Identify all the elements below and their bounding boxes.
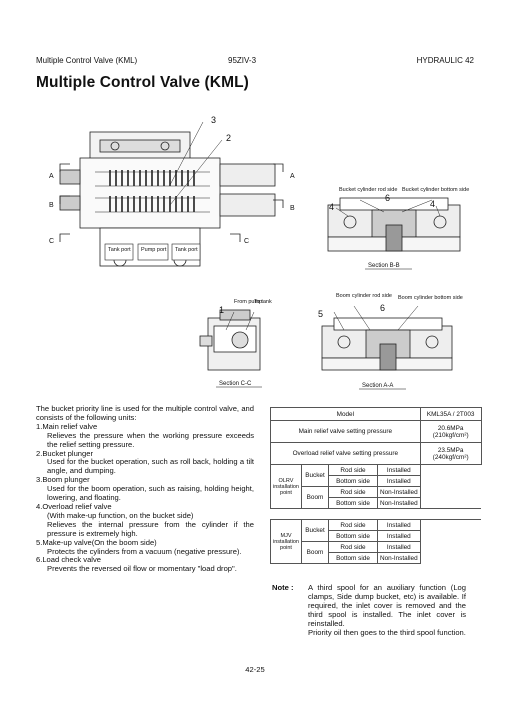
olrv-group-label: OLRV installation point [270, 464, 302, 509]
callout-2: 2 [226, 133, 231, 143]
item-5-desc: Protects the cylinders from a vacuum (ne… [47, 546, 242, 556]
item-6-head: 6.Load check valve [36, 555, 102, 565]
section-bb-drawing [327, 197, 461, 252]
boom-bottom-side-label: Boom cylinder bottom side [398, 295, 463, 301]
section-bb-caption: Section B-B [368, 263, 400, 269]
item-1-head: 1.Main relief valve [36, 421, 98, 431]
section-mark-c1: C [49, 238, 54, 245]
header-right: HYDRAULIC 42 [416, 56, 474, 65]
callout-6-aa: 6 [380, 303, 385, 313]
olrv-boom-bottom-value: Non-Installed [377, 497, 421, 509]
section-mark-c2: C [244, 238, 249, 245]
section-mark-a1: A [49, 173, 54, 180]
mjv-boom-bottom-value: Non-Installed [377, 552, 421, 564]
note-block: Note : A third spool for an auxiliary fu… [272, 583, 466, 637]
note-text-2: Priority oil then goes to the third spoo… [308, 627, 466, 637]
callout-5: 5 [318, 309, 323, 319]
olrv-bucket-rod: Rod side [328, 464, 378, 476]
item-5-head: 5.Make-up valve(On the boom side) [36, 537, 157, 547]
model-value: KML35A / 2T003 [419, 407, 482, 421]
callout-3: 3 [211, 115, 216, 125]
header-center: 95ZIV-3 [228, 56, 257, 65]
item-4-head: 4.Overload relief valve [36, 501, 112, 511]
section-cc-drawing [199, 309, 261, 371]
item-3-head: 3.Boom plunger [36, 475, 90, 485]
note-text: A third spool for an auxiliary function … [308, 583, 466, 628]
olrv-bucket-label: Bucket [301, 464, 329, 487]
callout-6-bb: 6 [385, 193, 390, 203]
from-pump-label: From pump [234, 299, 262, 305]
mjv-boom-rod: Rod side [328, 541, 378, 553]
intro-paragraph: The bucket priority line is used for the… [36, 404, 254, 422]
callout-4-right: 4 [430, 199, 435, 209]
to-tank-label: To tank [254, 299, 272, 305]
description-text: The bucket priority line is used for the… [36, 404, 254, 574]
mjv-bucket-label: Bucket [301, 519, 329, 542]
mjv-group-label: MJV installation point [270, 519, 302, 564]
mjv-bucket-rod-value: Installed [377, 519, 421, 531]
olrv-bucket-rod-value: Installed [377, 464, 421, 476]
section-aa-drawing [321, 305, 453, 371]
item-2-head: 2.Bucket plunger [36, 448, 93, 458]
callout-4-left: 4 [329, 202, 334, 212]
olrv-boom-label: Boom [301, 486, 329, 509]
item-6-desc: Prevents the reversed oil flow or moment… [47, 564, 237, 574]
pump-port-label: Pump port [141, 247, 167, 253]
tank-port-label-1: Tank port [108, 247, 131, 253]
item-4-desc-b: Relieves the internal pressure from the … [47, 519, 254, 538]
olrv-bucket-bottom-value: Installed [377, 475, 421, 487]
olrv-boom-rod: Rod side [328, 486, 378, 498]
spec-table: Model KML35A / 2T003 Main relief valve s… [270, 407, 482, 564]
page-title: Multiple Control Valve (KML) [36, 74, 249, 91]
boom-rod-side-label: Boom cylinder rod side [336, 293, 392, 299]
bucket-bottom-side-label: Bucket cylinder bottom side [402, 187, 469, 193]
olrv-bucket-bottom: Bottom side [328, 475, 378, 487]
model-label: Model [270, 407, 421, 421]
section-mark-b1: B [49, 202, 54, 209]
item-2-desc: Used for the bucket operation, such as r… [47, 457, 254, 476]
valve-diagram: 3 2 A A B B C C Tank port Pump port Tank… [49, 115, 469, 390]
olrv-boom-bottom: Bottom side [328, 497, 378, 509]
overload-relief-value: 23.5MPa(240kgf/cm²) [419, 442, 482, 465]
valve-front-view [59, 121, 284, 267]
page-number: 42-25 [245, 665, 265, 674]
note-label: Note : [272, 583, 294, 592]
section-cc-caption: Section C-C [219, 381, 252, 387]
mjv-bucket-rod: Rod side [328, 519, 378, 531]
item-1-desc: Relieves the pressure when the working p… [47, 430, 254, 449]
mjv-boom-label: Boom [301, 541, 329, 564]
mjv-boom-bottom: Bottom side [328, 552, 378, 564]
mjv-boom-rod-value: Installed [377, 541, 421, 553]
main-relief-label: Main relief valve setting pressure [270, 420, 421, 443]
olrv-boom-rod-value: Non-Installed [377, 486, 421, 498]
section-aa-caption: Section A-A [362, 383, 393, 389]
bucket-rod-side-label: Bucket cylinder rod side [339, 187, 397, 193]
mjv-bucket-bottom: Bottom side [328, 530, 378, 542]
header-left: Multiple Control Valve (KML) [36, 56, 138, 65]
item-4-desc-a: (With make-up function, on the bucket si… [47, 510, 194, 520]
tank-port-label-2: Tank port [175, 247, 198, 253]
item-3-desc: Used for the boom operation, such as rai… [47, 484, 254, 503]
overload-relief-label: Overload relief valve setting pressure [270, 442, 421, 465]
main-relief-value: 20.6MPa(210kgf/cm²) [419, 420, 482, 443]
mjv-bucket-bottom-value: Installed [377, 530, 421, 542]
section-mark-b2: B [290, 205, 295, 212]
section-mark-a2: A [290, 173, 295, 180]
callout-1: 1 [219, 305, 224, 315]
